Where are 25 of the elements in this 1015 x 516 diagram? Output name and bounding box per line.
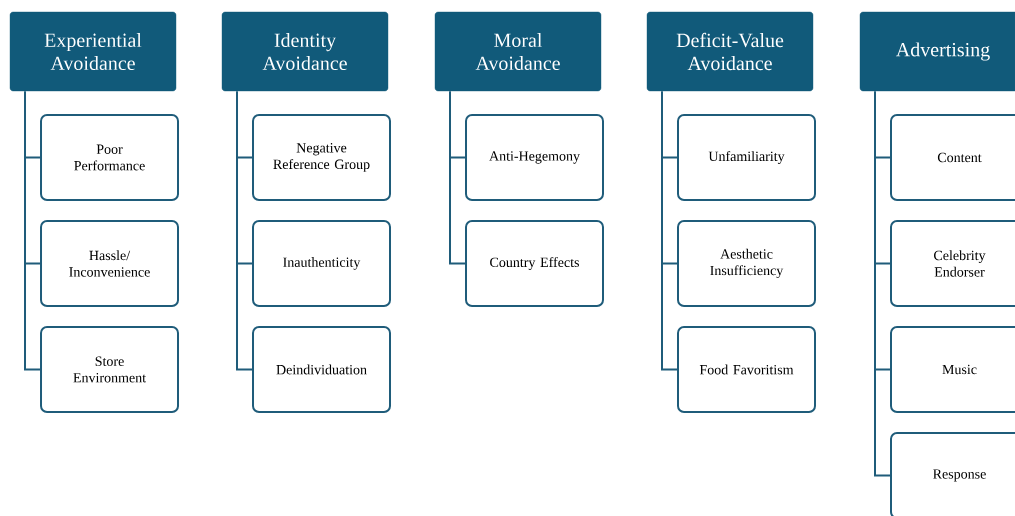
category-header: Moral Avoidance [434, 11, 602, 92]
category-box: Inauthenticity [252, 220, 391, 307]
category-header: Identity Avoidance [221, 11, 389, 92]
category-box: Music [890, 326, 1015, 413]
category-box: Anti-Hegemony [465, 114, 604, 201]
category-box: Unfamiliarity [677, 114, 816, 201]
connector-line [661, 90, 678, 371]
category-box: Poor Performance [40, 114, 179, 201]
category-box: Response [890, 432, 1015, 516]
category-box: Negative Reference Group [252, 114, 391, 201]
category-header: Advertising [859, 11, 1015, 92]
category-box: Country Effects [465, 220, 604, 307]
connector-line [874, 90, 891, 477]
category-header: Experiential Avoidance [9, 11, 177, 92]
category-box: Hassle/ Inconvenience [40, 220, 179, 307]
category-box: Store Environment [40, 326, 179, 413]
connector-line [236, 90, 253, 371]
category-header: Deficit-Value Avoidance [646, 11, 814, 92]
category-box: Food Favoritism [677, 326, 816, 413]
connector-line [449, 90, 466, 265]
category-box: Celebrity Endorser [890, 220, 1015, 307]
category-box: Deindividuation [252, 326, 391, 413]
connector-line [24, 90, 41, 371]
category-box: Aesthetic Insufficiency [677, 220, 816, 307]
category-box: Content [890, 114, 1015, 201]
